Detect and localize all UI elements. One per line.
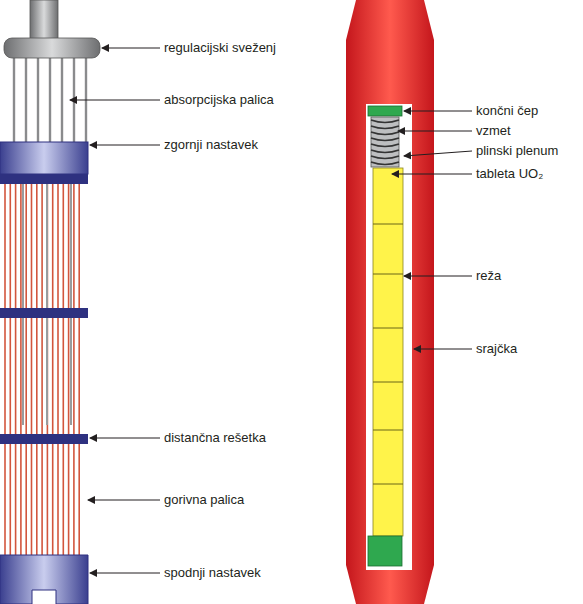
part-label: gorivna palica	[163, 492, 245, 507]
fuel-rod	[57, 184, 59, 555]
absorber-rod	[61, 56, 63, 142]
part-label: reža	[475, 268, 502, 283]
part-label: končni čep	[475, 103, 539, 118]
part-label: zgornji nastavek	[163, 137, 259, 152]
absorber-rod	[70, 184, 72, 425]
absorber-rod	[85, 56, 87, 142]
part-label: plinski plenum	[475, 143, 559, 158]
spring-coil	[371, 117, 399, 167]
fuel-rod	[4, 184, 6, 555]
fuel-rod	[20, 184, 22, 555]
part-label: vzmet	[475, 123, 512, 138]
fuel-rod	[25, 184, 27, 555]
fuel-rod	[62, 184, 64, 555]
fuel-rod	[10, 184, 12, 555]
part-label: distančna rešetka	[163, 430, 267, 445]
part-label: regulacijski sveženj	[163, 40, 277, 55]
pellet-divider	[373, 430, 403, 431]
part-label: tableta UO₂	[475, 166, 544, 181]
absorber-rod	[46, 184, 48, 425]
fuel-rod	[41, 184, 43, 555]
spring-coil	[371, 162, 399, 165]
absorber-rod	[73, 56, 75, 142]
fuel-rods	[5, 184, 79, 555]
fuel-rod	[68, 184, 70, 555]
spring-coil	[371, 138, 399, 141]
pellet-divider	[373, 274, 403, 275]
fuel-rod	[15, 184, 17, 555]
fuel-rod	[78, 184, 80, 555]
pellet-divider	[373, 484, 403, 485]
spring-coil	[371, 150, 399, 153]
absorber-rods	[14, 56, 86, 425]
fuel-rod	[31, 184, 33, 555]
spring-coil	[371, 144, 399, 147]
part-label: spodnji nastavek	[163, 565, 262, 580]
leader-lines	[70, 48, 472, 573]
spring-body	[371, 117, 399, 167]
absorber-rod	[49, 56, 51, 142]
absorber-rod	[13, 56, 15, 142]
pellet-divider	[373, 382, 403, 383]
fuel-rod	[73, 184, 75, 555]
spring-coil	[371, 126, 399, 129]
fuel-rod	[36, 184, 38, 555]
spring-coil	[371, 120, 399, 123]
spring-coil	[371, 132, 399, 135]
part-label: absorpcijska palica	[163, 92, 275, 107]
fuel-rod	[47, 184, 49, 555]
part-label: srajčka	[475, 341, 518, 356]
spring-coil	[371, 156, 399, 159]
pellet-dividers	[373, 224, 403, 484]
absorber-rod	[37, 56, 39, 142]
pellet-divider	[373, 224, 403, 225]
absorber-rod	[22, 184, 24, 425]
pellet-divider	[373, 328, 403, 329]
absorber-rod	[25, 56, 27, 142]
fuel-rod	[52, 184, 54, 555]
